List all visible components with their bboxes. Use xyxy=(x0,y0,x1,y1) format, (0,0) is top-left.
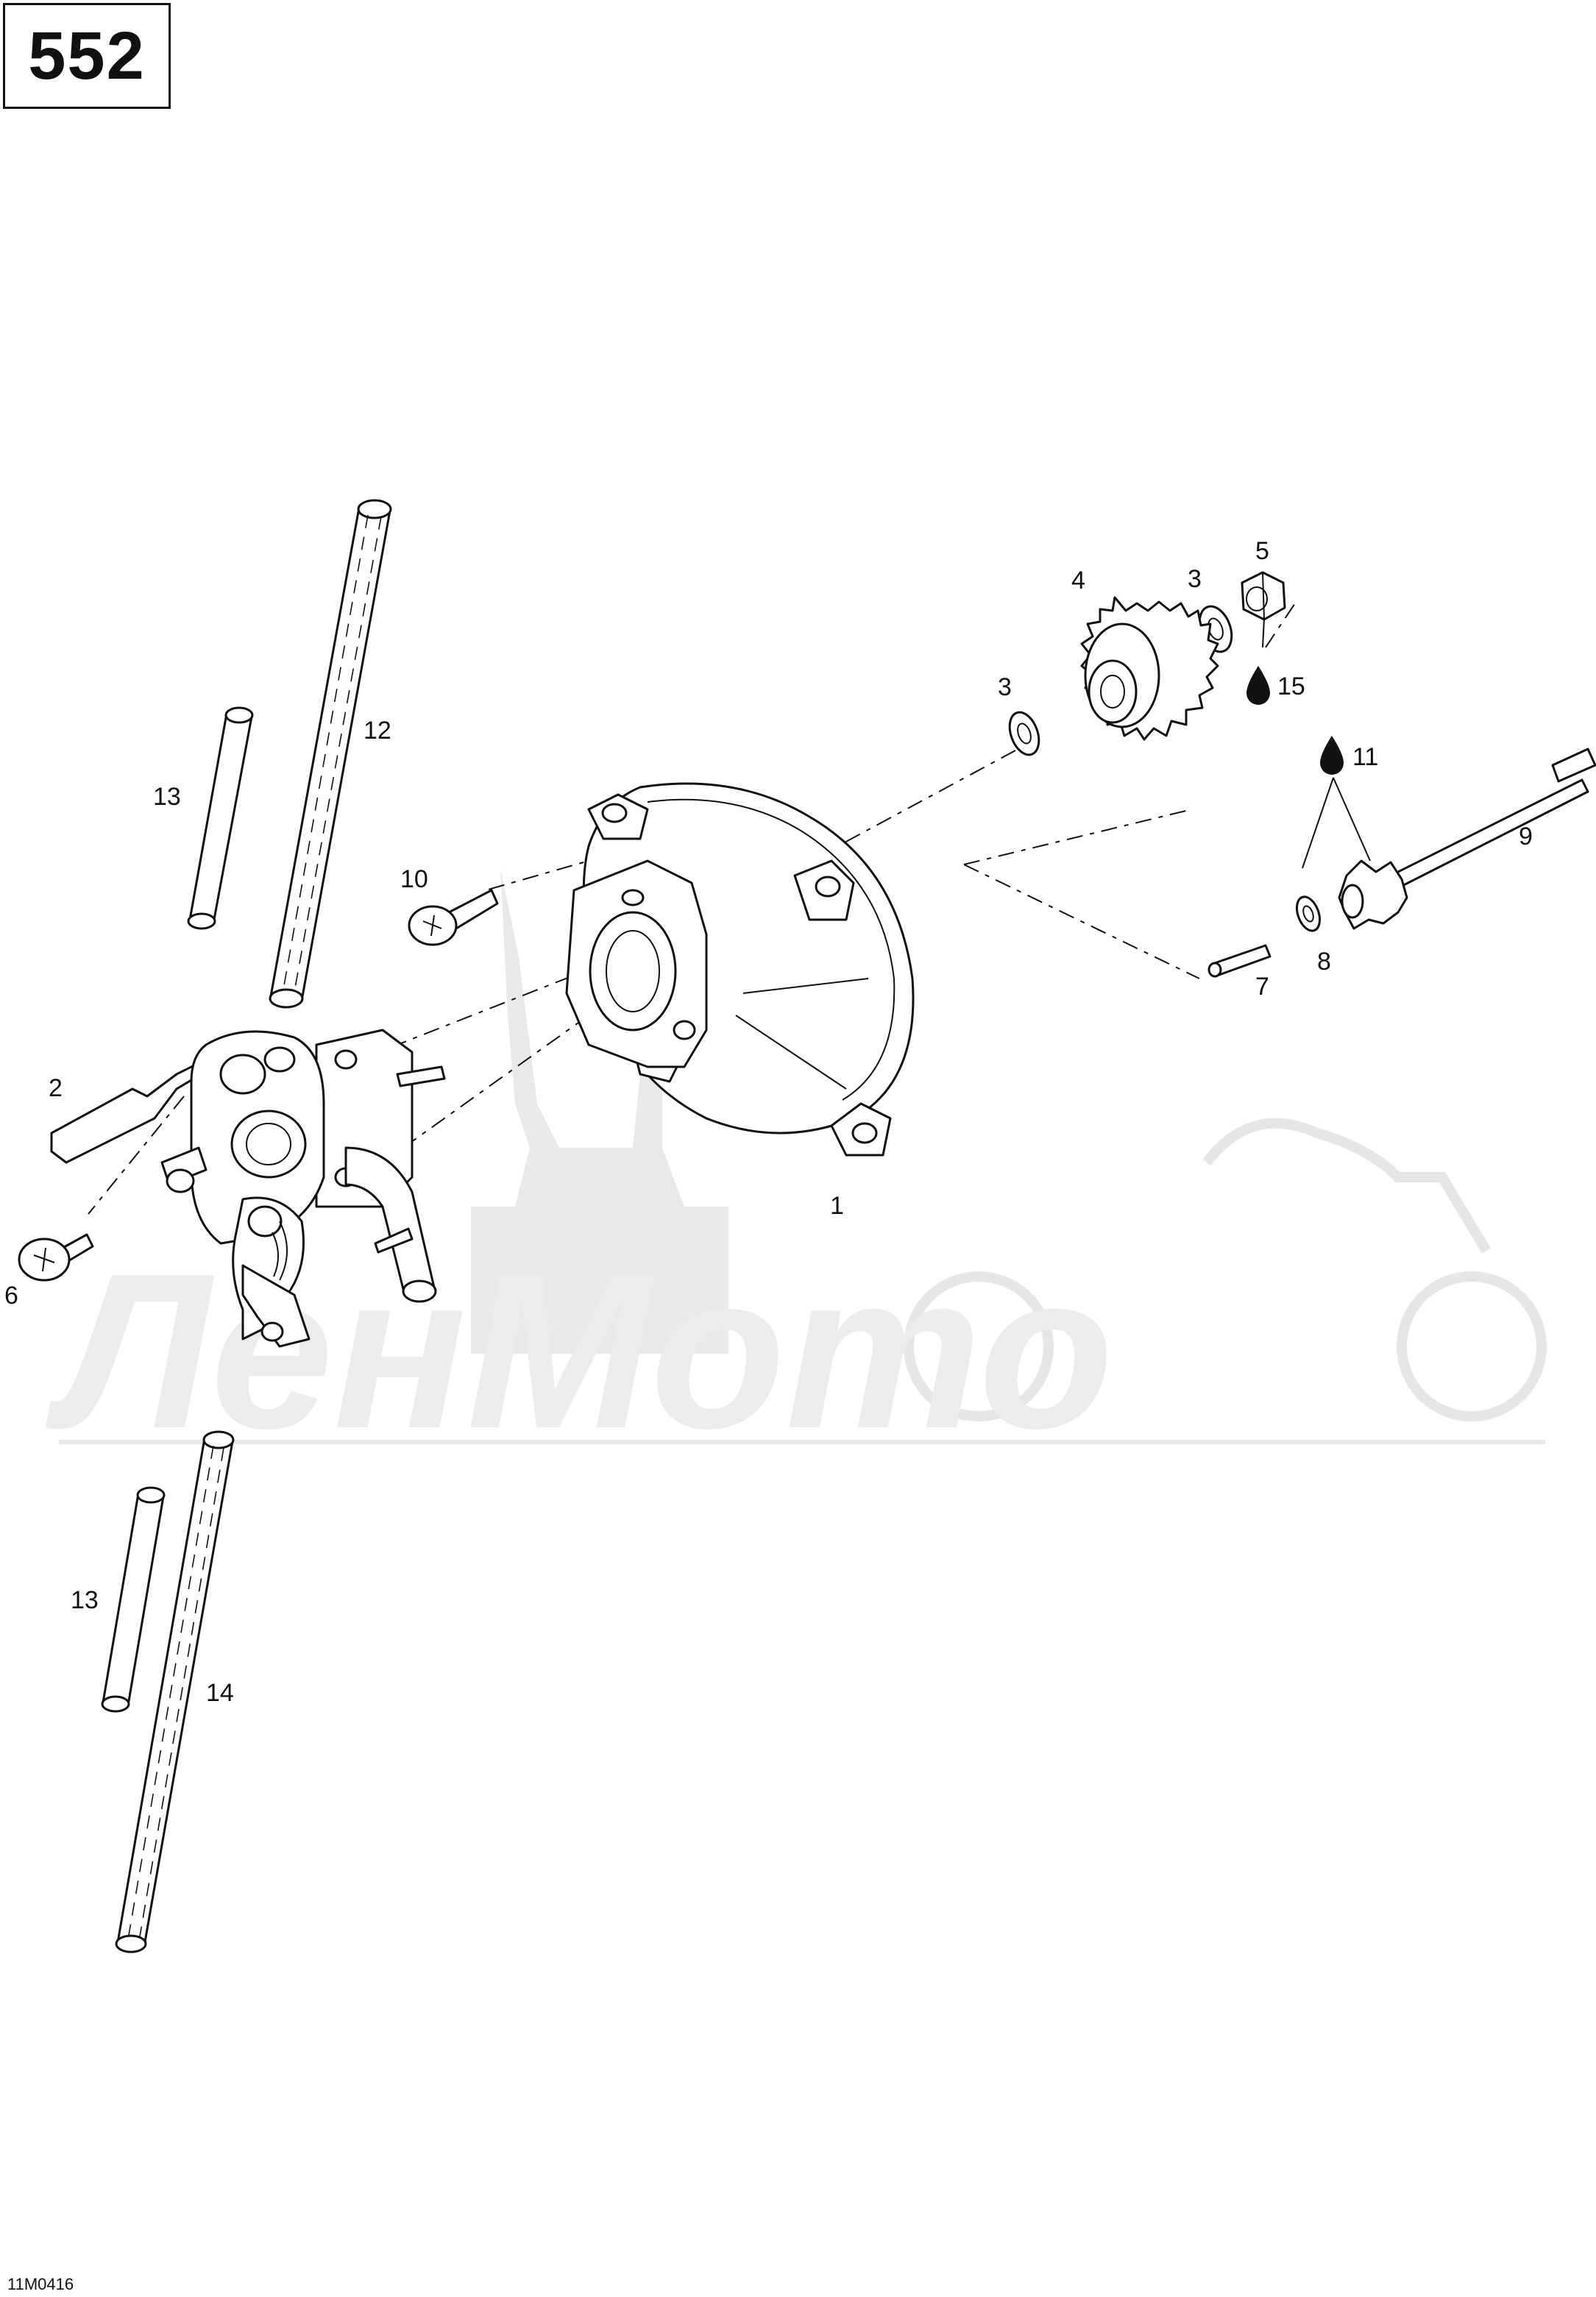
callout-5: 5 xyxy=(1255,537,1269,565)
part-3-washer-1 xyxy=(1008,711,1040,756)
callout-1: 1 xyxy=(830,1192,844,1220)
callout-7: 7 xyxy=(1255,973,1269,1001)
part-12-long-tube xyxy=(269,499,392,1009)
callout-10: 10 xyxy=(400,865,428,893)
callout-12: 12 xyxy=(363,717,391,745)
part-2-oil-pump-lever xyxy=(50,1029,446,1348)
callout-8: 8 xyxy=(1317,948,1331,976)
part-5-nut xyxy=(1241,571,1286,621)
callout-13b: 13 xyxy=(71,1586,99,1614)
callout-13a: 13 xyxy=(153,783,181,811)
part-10-screw xyxy=(408,889,499,946)
part-6-screw xyxy=(18,1233,94,1282)
part-8-washer xyxy=(1295,895,1322,932)
watermark: ЛенМото xyxy=(45,868,1547,1474)
callout-6: 6 xyxy=(4,1282,18,1310)
part-9-drive-shaft xyxy=(1338,748,1596,930)
part-13-short-tube-lower xyxy=(101,1486,166,1713)
oil-drop-icon xyxy=(1246,666,1270,705)
callout-15: 15 xyxy=(1277,672,1305,700)
part-4-gear xyxy=(1080,596,1219,741)
drawing-code: 11M0416 xyxy=(7,2275,74,2293)
part-1-pump-housing xyxy=(565,782,915,1157)
leader-lines xyxy=(1262,617,1371,869)
callout-3a: 3 xyxy=(998,673,1012,701)
page-number: 552 xyxy=(28,18,146,93)
callout-4: 4 xyxy=(1071,567,1085,594)
callout-2: 2 xyxy=(49,1074,63,1102)
callout-14: 14 xyxy=(206,1679,234,1707)
callout-11: 11 xyxy=(1352,743,1378,771)
part-13-short-tube-upper xyxy=(187,706,254,930)
callouts: 1 2 3 3 4 5 6 7 8 9 10 11 12 13 13 14 15 xyxy=(4,537,1533,1707)
page-number-box: 552 xyxy=(3,3,171,109)
part-7-pin xyxy=(1207,944,1272,978)
callout-9: 9 xyxy=(1519,823,1533,851)
oil-drop-icon xyxy=(1320,736,1344,775)
callout-3b: 3 xyxy=(1188,565,1202,593)
part-14-long-tube xyxy=(115,1430,235,1953)
